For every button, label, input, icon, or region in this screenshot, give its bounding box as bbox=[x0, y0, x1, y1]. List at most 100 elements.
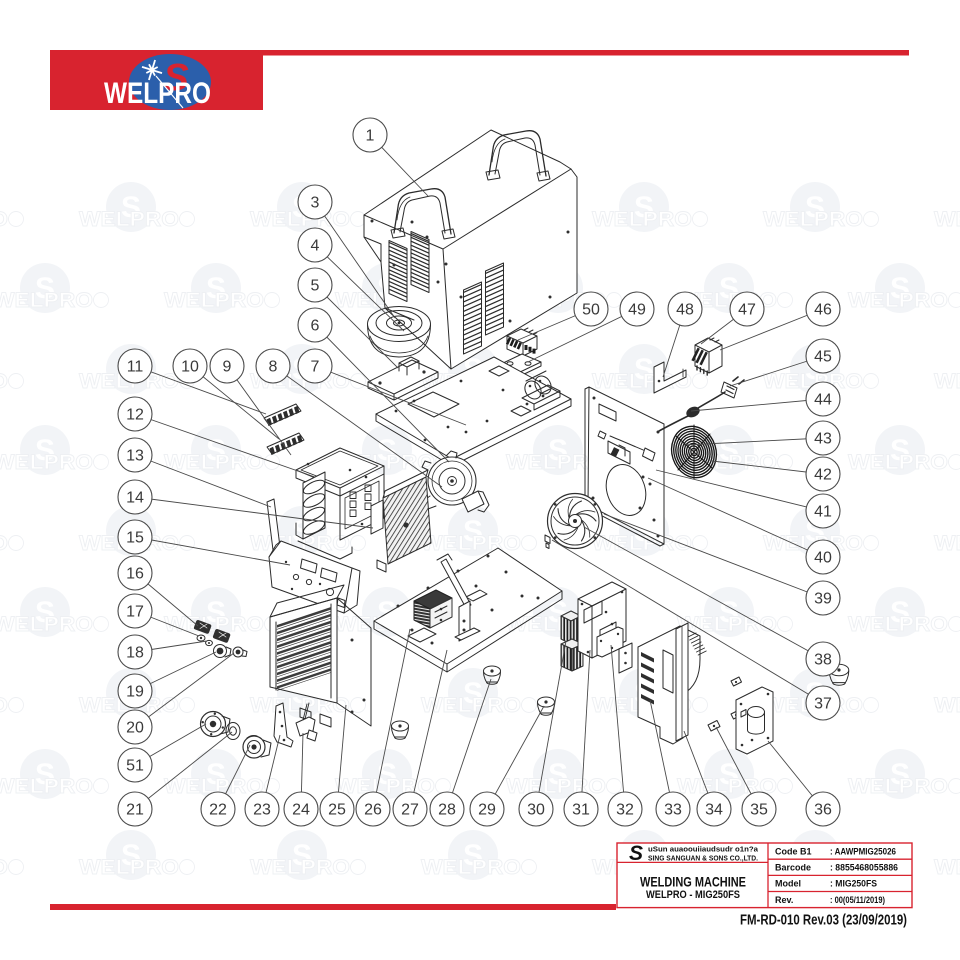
svg-text:SING SANGUAN & SONS CO.,LTD.: SING SANGUAN & SONS CO.,LTD. bbox=[648, 854, 758, 863]
svg-text:S: S bbox=[634, 353, 654, 386]
svg-text:: 8855468055886: : 8855468055886 bbox=[830, 863, 898, 873]
svg-text:WELPRO: WELPRO bbox=[421, 856, 521, 879]
svg-text:WELPRO: WELPRO bbox=[0, 532, 8, 555]
svg-text:WELPRO: WELPRO bbox=[104, 77, 211, 110]
svg-text:Rev.: Rev. bbox=[775, 895, 793, 905]
svg-text:WELPRO: WELPRO bbox=[763, 208, 863, 231]
svg-text:42: 42 bbox=[814, 467, 832, 484]
svg-text:18: 18 bbox=[126, 645, 144, 662]
svg-text:13: 13 bbox=[126, 448, 144, 465]
svg-text:S: S bbox=[206, 596, 226, 629]
svg-text:: MIG250FS: : MIG250FS bbox=[830, 879, 877, 889]
svg-text:WELPRO: WELPRO bbox=[0, 208, 8, 231]
svg-text:S: S bbox=[629, 842, 643, 865]
svg-text:WELPRO: WELPRO bbox=[0, 775, 93, 798]
svg-text:27: 27 bbox=[401, 802, 419, 819]
svg-text:S: S bbox=[292, 839, 312, 872]
svg-text:S: S bbox=[719, 758, 739, 791]
svg-text:S: S bbox=[890, 758, 910, 791]
svg-text:WELPRO: WELPRO bbox=[421, 694, 521, 717]
svg-text:WELPRO: WELPRO bbox=[0, 694, 8, 717]
svg-text:Code B1: Code B1 bbox=[775, 846, 812, 856]
svg-text:44: 44 bbox=[814, 392, 832, 409]
svg-text:WELPRO: WELPRO bbox=[934, 532, 960, 555]
svg-text:11: 11 bbox=[127, 359, 144, 376]
svg-text:WELPRO - MIG250FS: WELPRO - MIG250FS bbox=[646, 889, 740, 901]
svg-text:48: 48 bbox=[676, 302, 694, 319]
svg-text:S: S bbox=[206, 272, 226, 305]
svg-text:4: 4 bbox=[311, 238, 320, 255]
svg-text:WELPRO: WELPRO bbox=[421, 532, 521, 555]
svg-text:Model: Model bbox=[775, 879, 801, 889]
svg-text:S: S bbox=[463, 515, 483, 548]
svg-text:26: 26 bbox=[364, 802, 382, 819]
svg-text:14: 14 bbox=[126, 490, 144, 507]
svg-text:24: 24 bbox=[292, 802, 310, 819]
svg-text:WELPRO: WELPRO bbox=[592, 532, 692, 555]
svg-text:FM-RD-010 Rev.03 (23/09/2019): FM-RD-010 Rev.03 (23/09/2019) bbox=[740, 912, 907, 929]
svg-text:WELPRO: WELPRO bbox=[0, 451, 93, 474]
svg-text:17: 17 bbox=[126, 604, 144, 621]
svg-text:WELPRO: WELPRO bbox=[677, 775, 777, 798]
svg-text:7: 7 bbox=[311, 359, 320, 376]
svg-text:S: S bbox=[121, 839, 141, 872]
svg-text:WELPRO: WELPRO bbox=[164, 289, 264, 312]
svg-text:S: S bbox=[805, 191, 825, 224]
svg-text:S: S bbox=[548, 434, 568, 467]
svg-text:10: 10 bbox=[181, 359, 199, 376]
svg-text:25: 25 bbox=[328, 802, 346, 819]
svg-text:WELPRO: WELPRO bbox=[848, 613, 948, 636]
svg-text:S: S bbox=[206, 434, 226, 467]
svg-text:WELPRO: WELPRO bbox=[848, 775, 948, 798]
svg-text:12: 12 bbox=[126, 407, 144, 424]
svg-text:WELPRO: WELPRO bbox=[934, 370, 960, 393]
svg-text:20: 20 bbox=[126, 720, 144, 737]
svg-text:S: S bbox=[890, 596, 910, 629]
svg-text:S: S bbox=[163, 57, 188, 99]
svg-text:8: 8 bbox=[269, 359, 278, 376]
svg-text:S: S bbox=[890, 272, 910, 305]
svg-text:31: 31 bbox=[572, 802, 590, 819]
svg-text:S: S bbox=[206, 758, 226, 791]
svg-text:5: 5 bbox=[311, 278, 320, 295]
svg-text:WELPRO: WELPRO bbox=[0, 613, 93, 636]
svg-text:3: 3 bbox=[311, 195, 320, 212]
svg-text:WELPRO: WELPRO bbox=[0, 370, 8, 393]
svg-text:40: 40 bbox=[814, 550, 832, 567]
svg-text:: 00(05/11/2019): : 00(05/11/2019) bbox=[830, 895, 885, 905]
svg-text:WELPRO: WELPRO bbox=[79, 208, 179, 231]
svg-text:S: S bbox=[377, 434, 397, 467]
svg-text:WELPRO: WELPRO bbox=[848, 451, 948, 474]
svg-text:WELPRO: WELPRO bbox=[763, 370, 863, 393]
svg-text:WELPRO: WELPRO bbox=[0, 289, 93, 312]
svg-text:23: 23 bbox=[253, 802, 271, 819]
svg-text:22: 22 bbox=[209, 802, 227, 819]
svg-text:50: 50 bbox=[582, 302, 600, 319]
svg-text:WELPRO: WELPRO bbox=[164, 451, 264, 474]
svg-text:33: 33 bbox=[664, 802, 682, 819]
svg-text:34: 34 bbox=[705, 802, 723, 819]
svg-text:S: S bbox=[35, 272, 55, 305]
svg-text:19: 19 bbox=[126, 684, 144, 701]
svg-text:30: 30 bbox=[527, 802, 545, 819]
svg-text:WELPRO: WELPRO bbox=[592, 208, 692, 231]
svg-text:WELPRO: WELPRO bbox=[934, 694, 960, 717]
svg-text:S: S bbox=[890, 434, 910, 467]
svg-text:43: 43 bbox=[814, 431, 832, 448]
svg-text:WELPRO: WELPRO bbox=[848, 289, 948, 312]
svg-text:WELPRO: WELPRO bbox=[250, 208, 350, 231]
svg-text:S: S bbox=[35, 596, 55, 629]
svg-text:S: S bbox=[548, 758, 568, 791]
svg-text:WELPRO: WELPRO bbox=[164, 775, 264, 798]
svg-text:38: 38 bbox=[814, 652, 832, 669]
svg-text:WELPRO: WELPRO bbox=[506, 451, 606, 474]
svg-text:WELDING MACHINE: WELDING MACHINE bbox=[640, 874, 746, 890]
svg-text:15: 15 bbox=[126, 530, 144, 547]
svg-text:9: 9 bbox=[223, 359, 232, 376]
svg-text:S: S bbox=[719, 272, 739, 305]
svg-text:51: 51 bbox=[126, 758, 144, 775]
svg-text:46: 46 bbox=[814, 302, 832, 319]
svg-text:49: 49 bbox=[628, 302, 646, 319]
svg-text:32: 32 bbox=[616, 802, 634, 819]
svg-text:S: S bbox=[35, 758, 55, 791]
